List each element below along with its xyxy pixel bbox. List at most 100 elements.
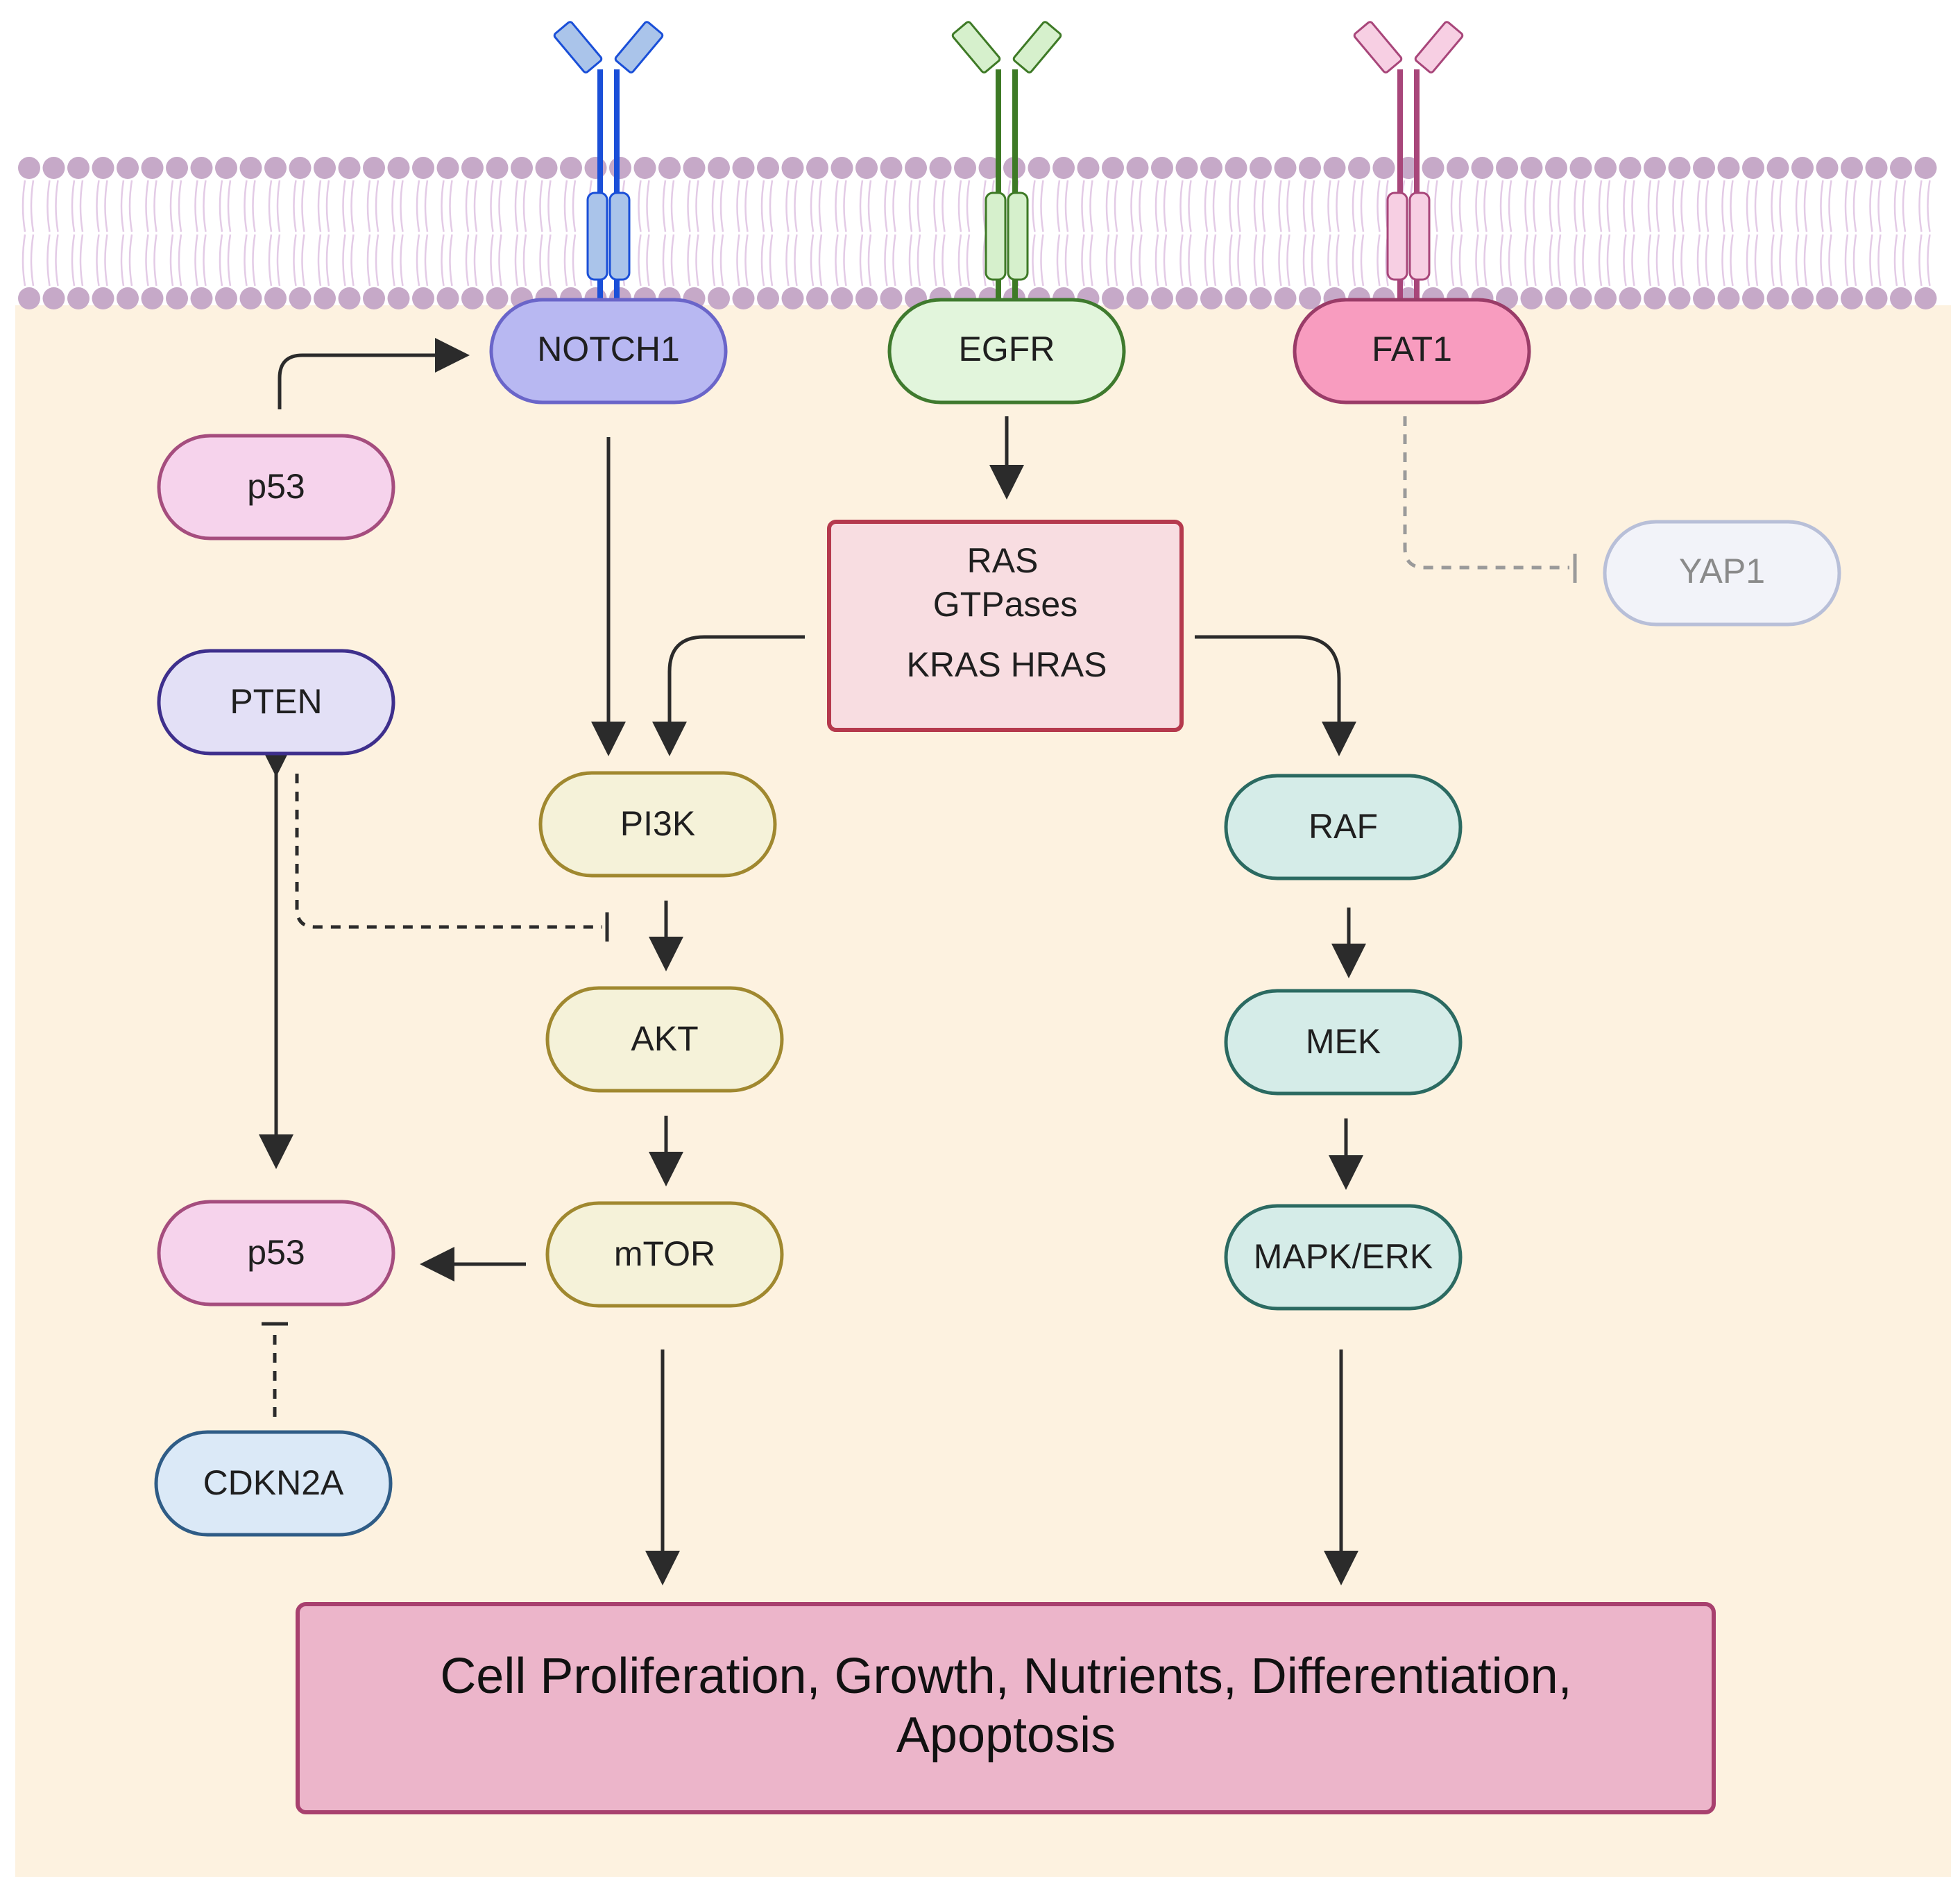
lipid-head	[289, 157, 312, 179]
outcome-line1: Cell Proliferation, Growth, Nutrients, D…	[440, 1649, 1571, 1704]
lipid-head	[1594, 157, 1617, 179]
lipid-tail	[424, 180, 429, 232]
lipid-head	[1742, 287, 1764, 309]
lipid-tail	[342, 234, 346, 287]
node-raf: RAF	[1224, 774, 1463, 880]
lipid-tail	[1779, 234, 1783, 287]
lipid-head	[708, 287, 730, 309]
receptor-arm	[1353, 21, 1403, 74]
lipid-tail	[276, 180, 281, 232]
lipid-tail	[1278, 234, 1282, 287]
lipid-tail	[473, 180, 478, 232]
notch1-receptor	[553, 21, 664, 300]
lipid-head	[436, 287, 459, 309]
lipid-tail	[1040, 180, 1044, 232]
lipid-head	[67, 157, 90, 179]
lipid-head	[42, 157, 65, 179]
cell-membrane	[18, 157, 1937, 309]
lipid-tail	[687, 180, 691, 232]
lipid-head	[1422, 157, 1445, 179]
lipid-tail	[1771, 234, 1775, 287]
lipid-head	[609, 157, 631, 179]
receptor-tm-domain	[608, 191, 631, 281]
lipid-tail	[366, 180, 371, 232]
lipid-head	[1545, 157, 1567, 179]
lipid-tail	[1672, 180, 1676, 232]
lipid-tail	[1631, 180, 1635, 232]
lipid-tail	[646, 180, 650, 232]
kras-hras-label: KRAS HRAS	[907, 645, 1107, 684]
lipid-head	[1250, 287, 1272, 309]
lipid-tail	[1475, 180, 1479, 232]
lipid-tail	[268, 180, 273, 232]
lipid-head	[166, 157, 188, 179]
node-akt: AKT	[545, 986, 784, 1093]
inhibit-fat1-yap1	[1403, 416, 1569, 570]
lipid-head	[190, 287, 213, 309]
lipid-tail	[1927, 180, 1931, 232]
node-notch1: NOTCH1	[489, 298, 728, 405]
lipid-head	[239, 287, 262, 309]
lipid-tail	[760, 234, 765, 287]
lipid-tail	[1705, 180, 1710, 232]
lipid-tail	[178, 180, 182, 232]
lipid-head	[1299, 287, 1321, 309]
lipid-head	[732, 157, 755, 179]
lipid-tail	[1105, 234, 1110, 287]
lipid-head	[264, 287, 287, 309]
lipid-tail	[293, 180, 297, 232]
lipid-tail	[1869, 180, 1873, 232]
lipid-tail	[1844, 180, 1849, 232]
lipid-tail	[957, 234, 962, 287]
lipid-tail	[687, 234, 691, 287]
lipid-tail	[1179, 234, 1184, 287]
pathway-edges	[259, 338, 1366, 1585]
egfr-receptor	[951, 21, 1062, 300]
lipid-tail	[1623, 234, 1627, 287]
lipid-head	[683, 157, 706, 179]
lipid-tail	[194, 234, 198, 287]
lipid-tail	[794, 234, 798, 287]
lipid-head	[1102, 287, 1124, 309]
lipid-tail	[1893, 180, 1898, 232]
lipid-tail	[219, 180, 223, 232]
lipid-head	[486, 287, 509, 309]
lipid-tail	[178, 234, 182, 287]
lipid-head	[92, 287, 114, 309]
lipid-tail	[810, 234, 815, 287]
lipid-tail	[1647, 234, 1652, 287]
lipid-head	[978, 157, 1001, 179]
lipid-tail	[1040, 234, 1044, 287]
outcome-line2: Apoptosis	[896, 1708, 1116, 1763]
lipid-tail	[1574, 234, 1578, 287]
receptor-arm	[1414, 21, 1464, 74]
lipid-tail	[1188, 234, 1192, 287]
lipid-head	[732, 287, 755, 309]
node-mtor: mTOR	[545, 1201, 784, 1308]
lipid-tail	[1754, 234, 1759, 287]
lipid-tail	[1902, 234, 1907, 287]
lipid-tail	[96, 234, 100, 287]
lipid-head	[535, 157, 558, 179]
lipid-tail	[1114, 180, 1118, 232]
lipid-tail	[498, 234, 502, 287]
lipid-tail	[908, 234, 913, 287]
mapk-erk-label: MAPK/ERK	[1254, 1237, 1433, 1276]
lipid-tail	[1598, 234, 1603, 287]
lipid-tail	[572, 234, 577, 287]
lipid-tail	[711, 234, 716, 287]
lipid-head	[1890, 287, 1912, 309]
lipid-head	[1151, 157, 1173, 179]
lipid-head	[1816, 287, 1839, 309]
lipid-tail	[1302, 234, 1307, 287]
lipid-tail	[391, 180, 395, 232]
lipid-head	[387, 157, 410, 179]
lipid-tail	[227, 180, 232, 232]
lipid-tail	[1606, 180, 1611, 232]
lipid-tail	[252, 180, 256, 232]
node-egfr: EGFR	[887, 298, 1126, 405]
lipid-tail	[416, 234, 420, 287]
lipid-tail	[1114, 234, 1118, 287]
lipid-head	[1914, 287, 1937, 309]
lipid-head	[92, 157, 114, 179]
